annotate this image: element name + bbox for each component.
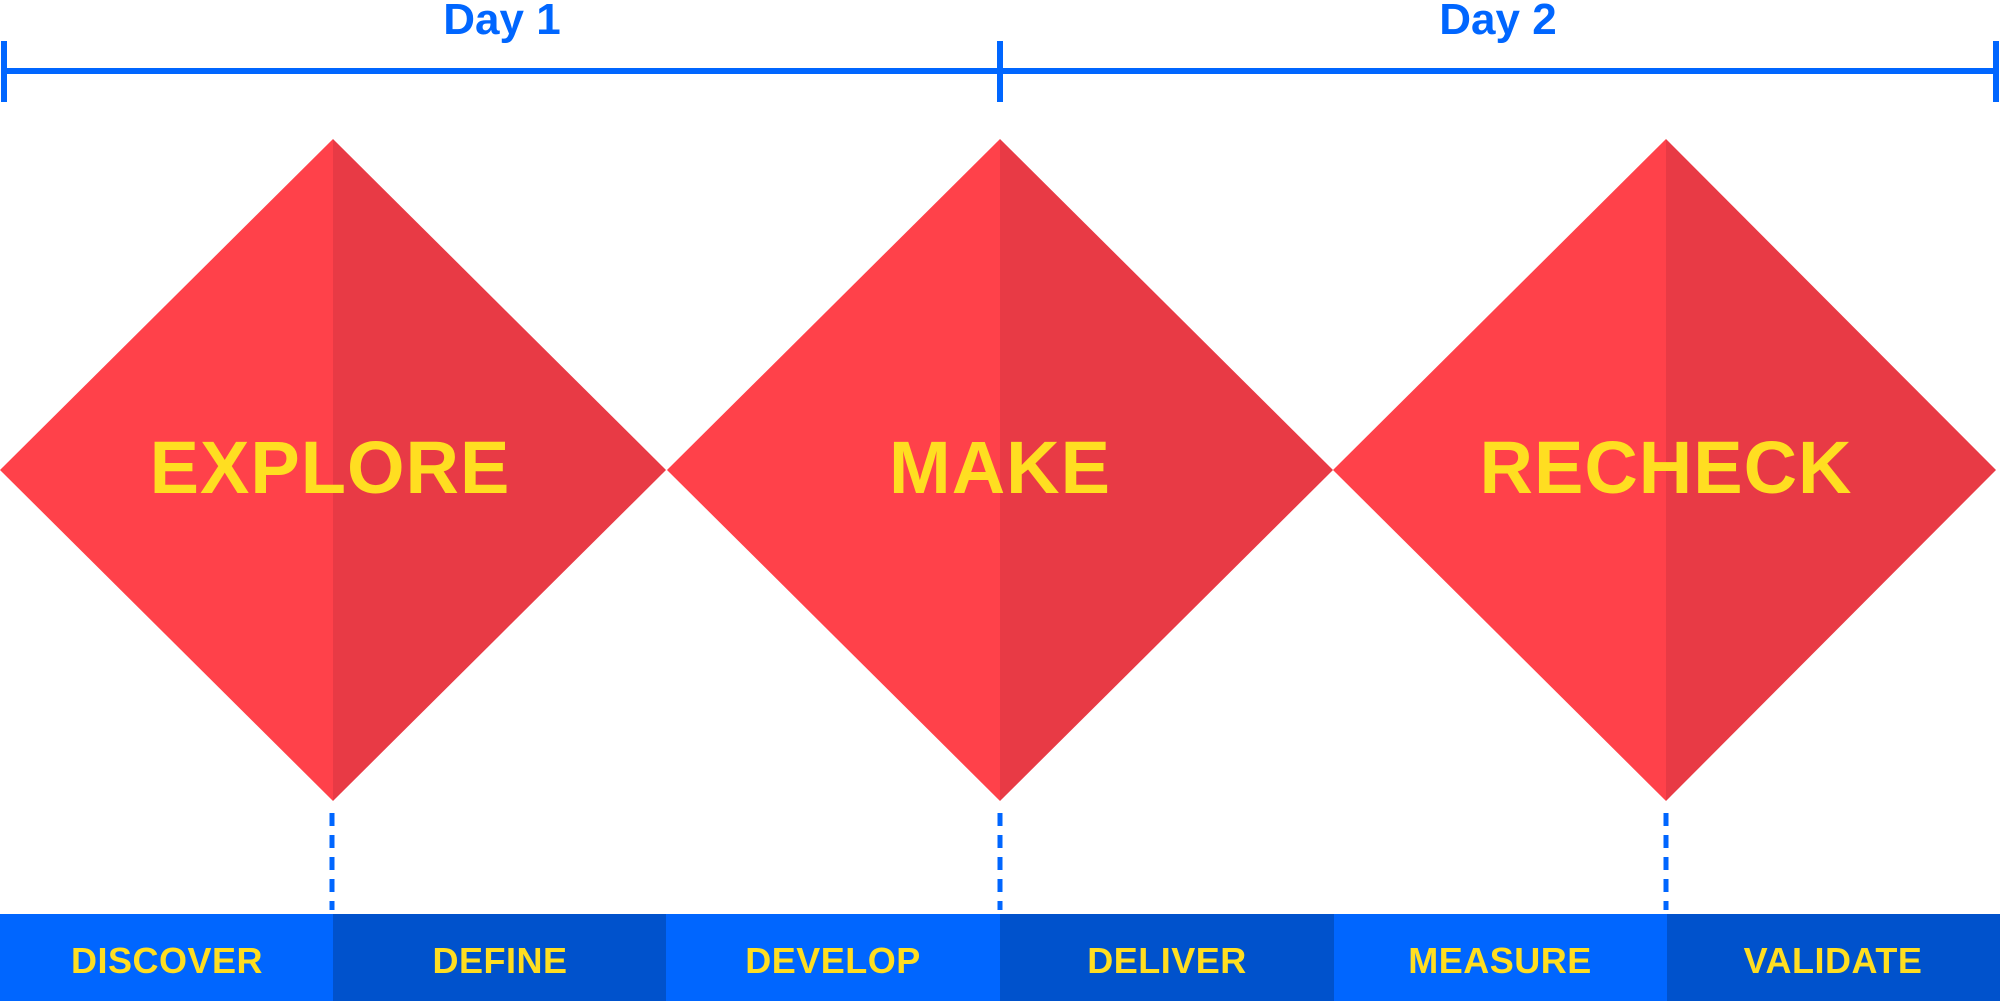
diamond-recheck-right-half — [1666, 139, 1996, 801]
phase-explore-label: EXPLORE — [150, 426, 511, 509]
step-validate-bg — [1667, 914, 2000, 1001]
connectors — [329, 813, 1669, 910]
diamond-recheck-left-half — [1333, 139, 1666, 801]
day-1-label: Day 1 — [443, 0, 560, 44]
diamond-recheck: RECHECK — [1333, 139, 1996, 801]
step-measure-label: MEASURE — [1408, 940, 1592, 981]
timeline: Day 1 Day 2 — [1, 0, 1999, 102]
phase-recheck-label: RECHECK — [1480, 426, 1853, 509]
day-2-label: Day 2 — [1439, 0, 1556, 44]
diamond-make: MAKE — [667, 139, 1333, 801]
phase-make-label: MAKE — [889, 426, 1111, 509]
step-define-label: DEFINE — [432, 940, 567, 981]
diamond-explore-left-half — [0, 139, 333, 801]
diamond-make-left-half — [667, 139, 1000, 801]
step-measure-bg — [1334, 914, 1667, 1001]
step-discover-bg — [0, 914, 333, 1001]
step-develop-label: DEVELOP — [745, 940, 921, 981]
step-deliver-label: DELIVER — [1087, 940, 1247, 981]
step-bar: DISCOVER DEFINE DEVELOP DELIVER MEASURE … — [0, 914, 2000, 1001]
step-deliver-bg — [1000, 914, 1334, 1001]
step-discover-label: DISCOVER — [71, 940, 263, 981]
diamond-explore-right-half — [333, 139, 666, 801]
step-validate-label: VALIDATE — [1744, 940, 1923, 981]
diamond-explore: EXPLORE — [0, 139, 666, 801]
diamond-make-right-half — [1000, 139, 1333, 801]
step-develop-bg — [666, 914, 1000, 1001]
step-define-bg — [333, 914, 666, 1001]
